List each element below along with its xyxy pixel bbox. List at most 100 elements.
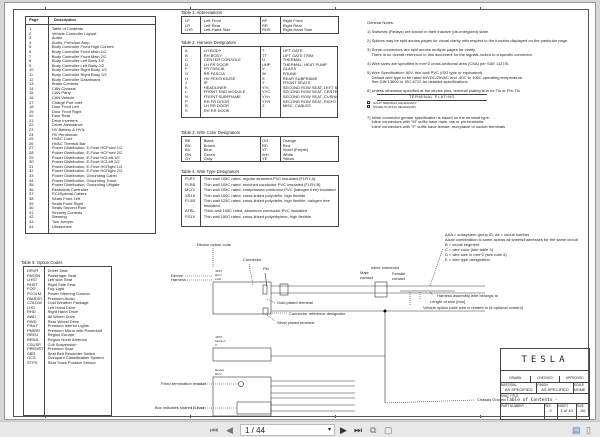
table-cell: 33: [29, 174, 34, 178]
table-cell: Tow Jumper: [51, 219, 74, 224]
table-cell: 1: [29, 27, 32, 31]
table-cell: RR FASCIA: [203, 71, 225, 76]
first-page-icon[interactable]: ⏮: [210, 425, 219, 435]
note-line: See DIN 13602 or ISO 6722 for detailed s…: [367, 79, 469, 85]
table-cell: Door Front Left: [51, 105, 79, 110]
viewer-toolbar: ⏮ ◀ 1 / 44▾ ▶ ⏭ ⧉ ▢ ▤ ▯: [0, 421, 600, 437]
checkbox-icon: [367, 100, 370, 104]
table-cell: Thin wall 150C rated, cross-linked polye…: [203, 214, 311, 219]
last-page-icon[interactable]: ⏭: [354, 425, 363, 435]
table-cell: 23: [29, 128, 34, 133]
table-cell: Table of Contents: [51, 27, 83, 31]
table-cell: HV Penthouse: [51, 132, 78, 137]
single-page-view-icon[interactable]: ▤: [572, 425, 581, 435]
table-cell: L: [185, 90, 188, 95]
table-cell: Power Distribution, E-Fuse HCLeft 1/2: [51, 155, 120, 160]
table-cell: HVAC Thermal Bar: [51, 141, 86, 146]
table-cell: SECOND ROW SEAT, CENTER: [282, 90, 338, 95]
table-cell: CAN Party: [51, 91, 71, 96]
table-cell: G: [185, 71, 189, 76]
table-cell: FRONT SEATS: [282, 81, 311, 86]
table-cell: LF: [185, 19, 190, 23]
material-value: AS SPECIFIED: [504, 387, 533, 392]
table-cell: Door Front Right: [51, 109, 82, 114]
table-cell: X: [262, 76, 265, 81]
page-selector[interactable]: 1 / 44▾: [240, 424, 335, 436]
table-cell: Left-Hand Side: [203, 28, 231, 33]
table-cell: 43: [29, 219, 34, 224]
next-page-icon[interactable]: ▶: [340, 425, 347, 435]
table-cell: PINLT: [27, 324, 39, 329]
table-cell: A: [185, 49, 188, 53]
table-cell: 9: [29, 63, 32, 68]
table-cell: RWD: [27, 319, 37, 324]
copy-page-icon[interactable]: ⧉: [370, 425, 377, 435]
table-cell: 16: [29, 95, 34, 100]
table-cell: UHP: [262, 62, 271, 67]
table-cell: Right Rear: [282, 23, 302, 28]
table-cell: H: [185, 76, 188, 81]
table-cell: Power Distribution, Grounding Trunk: [51, 178, 117, 183]
table-cell: SECOND ROW SEAT, RIGHT BACKREST: [282, 99, 337, 104]
table-cell: P: [185, 99, 188, 104]
device3-label: Device: [215, 368, 225, 372]
male-contact-label: contact: [360, 275, 374, 280]
table-cell: MISC. CABLES: [282, 104, 311, 109]
wire-length-label: Length of wire [mm]: [430, 299, 465, 304]
note-line: 7) Inline connector gender specification…: [367, 114, 490, 120]
tesla-logo: TESLA: [501, 349, 589, 371]
page-row: 43 Tow Jumper: [26, 220, 155, 225]
table-cell: All Wheel Drive: [47, 314, 75, 319]
table-cell: Seats Front Right: [51, 201, 83, 206]
table-cell: 6: [29, 49, 32, 54]
fit-page-icon[interactable]: ▢: [384, 425, 393, 435]
resistor-label: Fixed termination resistor: [161, 381, 207, 386]
table-cell: Region North America: [47, 337, 87, 342]
table-cell: 20: [29, 114, 34, 119]
table-cell: 8: [29, 59, 32, 64]
table-cell: Green: [203, 152, 215, 157]
note-line: There is no overall reference in this do…: [367, 51, 533, 57]
note-line: 6) Unless otherwise specified at the dev…: [367, 88, 520, 94]
header-page: Page: [29, 17, 39, 23]
table-cell: 3: [29, 36, 32, 41]
prev-page-icon[interactable]: ◀: [226, 425, 233, 435]
table-cell: D: [185, 62, 188, 67]
table-cell: S: [185, 108, 188, 113]
table-cell: LHS: [185, 28, 193, 33]
plating-option: SILVER PLATING NECESSARY: [367, 105, 568, 110]
table-cell: Right Front: [282, 19, 303, 23]
table-cell: BK: [185, 139, 191, 143]
continuous-view-icon[interactable]: ▯: [586, 425, 591, 435]
table-cell: Left Rear: [203, 23, 221, 28]
table-cell: Yellow: [282, 157, 295, 162]
table-cell: Right Hand Drive: [47, 310, 79, 315]
general-notes: General Notes: 1) Switches (Relays) are …: [367, 20, 568, 129]
table-cell: Seat Track Position Sensor: [47, 360, 96, 365]
wire-label-legend: D = wire size in mm^2 (see note 4): [445, 252, 507, 257]
table-cell: 10: [29, 68, 34, 73]
device-harness: LHU: [215, 277, 221, 281]
